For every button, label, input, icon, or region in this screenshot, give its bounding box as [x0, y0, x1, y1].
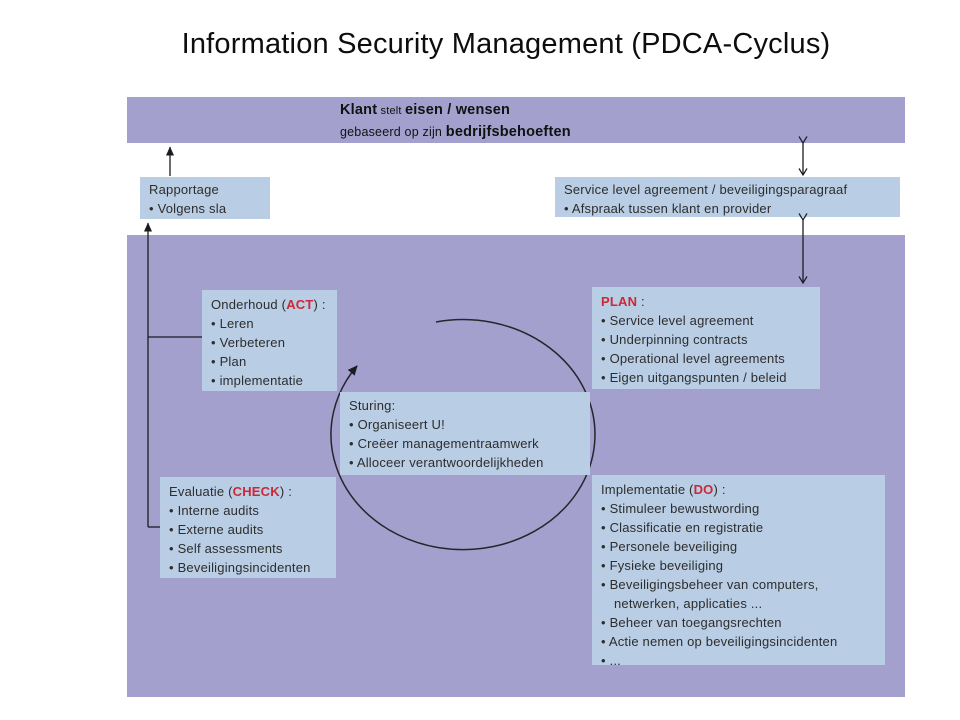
sturing-title: Sturing:	[349, 398, 396, 413]
banner-line-1: Klant stelt eisen / wensen	[340, 102, 511, 118]
bullet-item: • Plan	[211, 354, 247, 369]
act-title: Onderhoud (ACT) :	[211, 297, 326, 312]
bullet-item: • Leren	[211, 316, 254, 331]
sla-bullets: • Afspraak tussen klant en provider	[564, 199, 893, 218]
sla-title: Service level agreement / beveiligingspa…	[564, 182, 848, 197]
service-level-agreement-box: Service level agreement / beveiligingspa…	[555, 177, 900, 217]
plan-title: PLAN :	[601, 294, 645, 309]
plan-bullets: • Service level agreement • Underpinning …	[601, 311, 813, 387]
act-bullets: • Leren • Verbeteren • Plan • implementatie	[211, 314, 330, 390]
bullet-item: • Externe audits	[169, 522, 264, 537]
bullet-item: • Beveiligingsbeheer van computers, netw…	[601, 577, 819, 611]
bullet-item: • Creëer managementraamwerk	[349, 436, 539, 451]
act-box: Onderhoud (ACT) : • Leren • Verbeteren • P…	[202, 290, 337, 391]
rapportage-bullets: • Volgens sla	[149, 199, 263, 218]
sturing-box: Sturing: • Organiseert U! • Creëer manage…	[340, 392, 590, 475]
bullet-item: • Verbeteren	[211, 335, 286, 350]
bullet-item: • Actie nemen op beveiligingsincidenten	[601, 634, 838, 649]
customer-banner: Klant stelt eisen / wensen gebaseerd op …	[127, 97, 905, 143]
bullet-item: • Self assessments	[169, 541, 283, 556]
plan-box: PLAN : • Service level agreement • Underp…	[592, 287, 820, 389]
bullet-item: • Beveiligingsincidenten	[169, 560, 311, 575]
bullet-item: • Interne audits	[169, 503, 260, 518]
do-title: Implementatie (DO) :	[601, 482, 726, 497]
bullet-item: • Classificatie en registratie	[601, 520, 764, 535]
bullet-item: • Personele beveiliging	[601, 539, 738, 554]
rapportage-box: Rapportage • Volgens sla	[140, 177, 270, 219]
bullet-item: • Eigen uitgangspunten / beleid	[601, 370, 787, 385]
bullet-item: • Stimuleer bewustwording	[601, 501, 760, 516]
check-title: Evaluatie (CHECK) :	[169, 484, 293, 499]
check-bullets: • Interne audits • Externe audits • Self a…	[169, 501, 329, 577]
bullet-item: • implementatie	[211, 373, 304, 388]
bullet-item: • Operational level agreements	[601, 351, 785, 366]
rapportage-title: Rapportage	[149, 182, 219, 197]
bullet-item: • Volgens sla	[149, 201, 227, 216]
bullet-item: • Fysieke beveiliging	[601, 558, 724, 573]
bullet-item: • Organiseert U!	[349, 417, 445, 432]
bullet-item: • ...	[601, 653, 621, 668]
sturing-bullets: • Organiseert U! • Creëer managementraamw…	[349, 415, 583, 472]
check-box: Evaluatie (CHECK) : • Interne audits • Ex…	[160, 477, 336, 578]
bullet-item: • Afspraak tussen klant en provider	[564, 201, 772, 216]
bullet-item: • Beheer van toegangsrechten	[601, 615, 782, 630]
bullet-item: • Service level agreement	[601, 313, 754, 328]
bullet-item: • Alloceer verantwoordelijkheden	[349, 455, 544, 470]
do-bullets: • Stimuleer bewustwording • Classificatie…	[601, 499, 878, 670]
banner-line-2: gebaseerd op zijn bedrijfsbehoeften	[340, 124, 571, 140]
page-title: Information Security Management (PDCA-Cy…	[181, 28, 831, 60]
bullet-item: • Underpinning contracts	[601, 332, 748, 347]
customer-banner-text: Klant stelt eisen / wensen gebaseerd op …	[340, 100, 571, 143]
do-box: Implementatie (DO) : • Stimuleer bewustw…	[592, 475, 885, 668]
